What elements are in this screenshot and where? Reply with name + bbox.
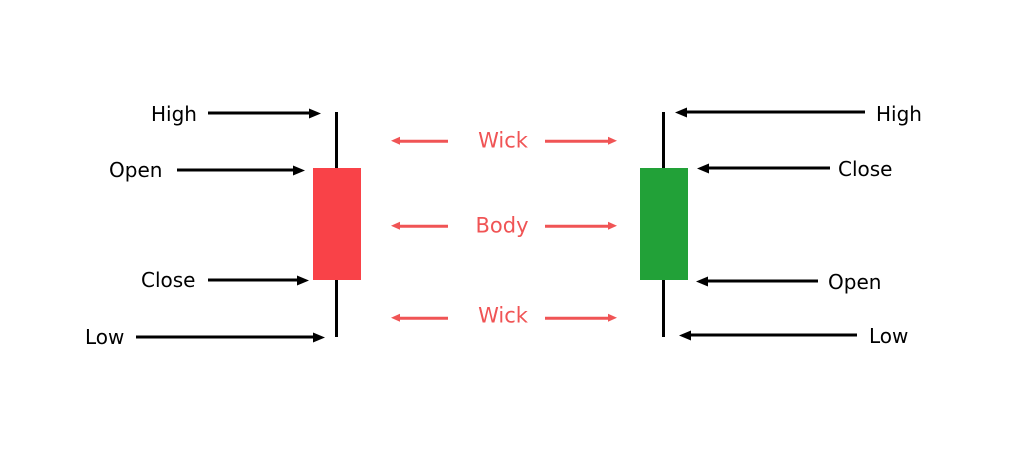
upper-wick-arrow-left: [399, 139, 448, 143]
right-low-label: Low: [869, 324, 909, 348]
left-low-label: Low: [85, 325, 125, 349]
right-open-label: Open: [828, 270, 882, 294]
left-close-arrow: [208, 278, 298, 282]
upper-wick-arrow-right: [545, 139, 609, 143]
left-high-label: High: [151, 102, 197, 126]
lower-wick-label: Wick: [478, 303, 528, 328]
right-close-label: Close: [838, 157, 893, 181]
bearish-candle-body: [313, 168, 361, 280]
body-label: Body: [475, 213, 529, 238]
left-high-arrow: [208, 111, 310, 115]
right-low-arrow: [690, 333, 857, 337]
upper-wick-label: Wick: [478, 128, 528, 153]
body-arrow-right: [545, 224, 609, 228]
right-close-arrow: [708, 166, 830, 170]
left-low-arrow: [136, 335, 314, 339]
bullish-candle-body: [640, 168, 688, 280]
right-high-label: High: [876, 102, 922, 126]
lower-wick-arrow-left: [399, 316, 448, 320]
right-open-arrow: [707, 279, 818, 283]
body-arrow-left: [399, 224, 448, 228]
lower-wick-arrow-right: [545, 316, 609, 320]
left-close-label: Close: [141, 268, 196, 292]
right-high-arrow: [686, 110, 865, 114]
left-open-arrow: [177, 168, 294, 172]
left-open-label: Open: [109, 158, 163, 182]
